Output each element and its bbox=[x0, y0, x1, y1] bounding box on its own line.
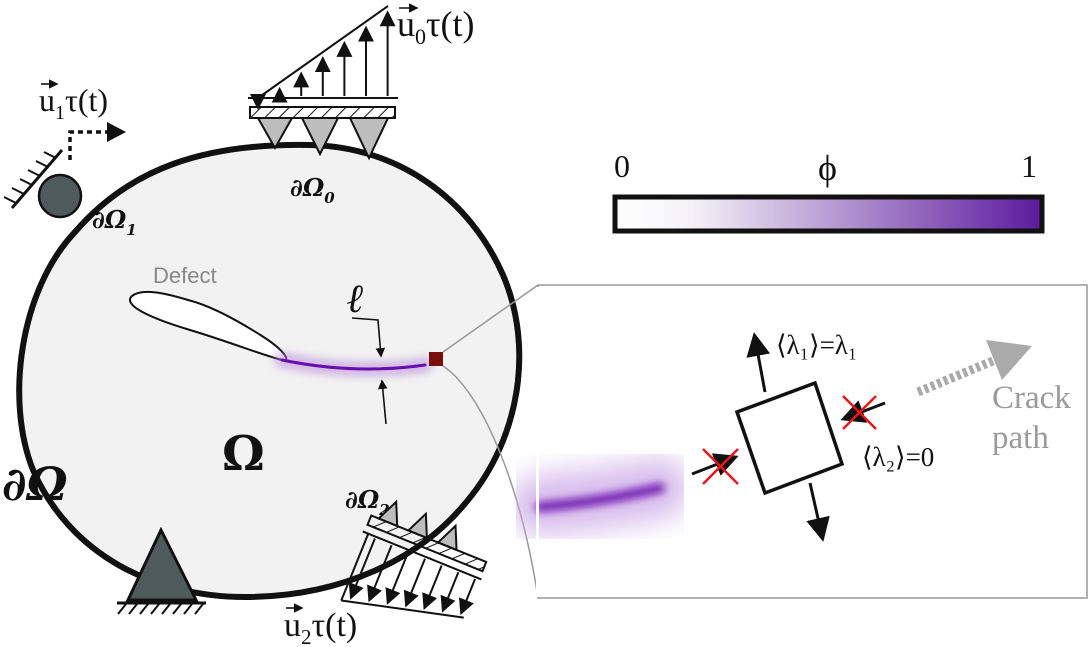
crack-line bbox=[280, 358, 427, 371]
zoom-line-lower bbox=[442, 365, 539, 599]
colorbar-symbol: ϕ bbox=[818, 148, 837, 188]
zoom-marker bbox=[429, 352, 443, 366]
domain-body bbox=[16, 141, 523, 601]
lambda1-label: ⟨λ₁⟩=λ₁ bbox=[776, 330, 857, 360]
bottom-load-boundary bbox=[340, 499, 488, 619]
boundary0-label: ∂Ω0 bbox=[290, 173, 335, 207]
top-load-boundary bbox=[248, 5, 398, 161]
crack-path-arrowhead bbox=[986, 340, 1032, 380]
zoom-inset: ⟨λ₁⟩=λ₁ ⟨λ₂⟩=0 Crack path bbox=[510, 284, 1088, 599]
left-roller-support bbox=[3, 122, 126, 219]
length-scale-arrow-lower bbox=[377, 379, 388, 425]
crack-path-label-line2: path bbox=[992, 420, 1049, 456]
length-scale-leader bbox=[351, 317, 386, 358]
bottom-pin-support bbox=[117, 526, 206, 615]
load-arrow bbox=[422, 565, 443, 611]
load-arrow bbox=[403, 558, 426, 608]
lambda1-arrow-up bbox=[746, 332, 771, 393]
load-arrow bbox=[458, 578, 476, 616]
lambda2-arrow-right bbox=[840, 400, 886, 423]
colorbar-max-label: 1 bbox=[1021, 148, 1037, 184]
stress-element bbox=[734, 380, 845, 496]
load-arrow bbox=[440, 571, 460, 613]
length-scale-label: ℓ bbox=[347, 276, 364, 321]
load-arrow bbox=[367, 544, 393, 603]
u0-label: u0τ(t) bbox=[397, 4, 474, 49]
cross-right-icon bbox=[842, 395, 877, 430]
colorbar bbox=[612, 194, 1045, 234]
lambda2-label: ⟨λ₂⟩=0 bbox=[862, 442, 934, 472]
boundary-label: ∂Ω bbox=[2, 457, 68, 511]
load-arrow bbox=[385, 551, 410, 605]
boundary1-label: ∂Ω1 bbox=[92, 205, 137, 239]
zoom-line-upper bbox=[442, 284, 539, 353]
defect-label: Defect bbox=[153, 263, 217, 288]
domain-label: Ω bbox=[222, 426, 265, 482]
u2-label: u2τ(t) bbox=[284, 607, 357, 647]
boundary2-label: ∂Ω2 bbox=[345, 485, 390, 519]
colorbar-min-label: 0 bbox=[614, 148, 630, 184]
crack-path-arrow bbox=[916, 353, 1002, 397]
load-arrow bbox=[348, 538, 376, 600]
cross-left-icon bbox=[702, 448, 739, 485]
u1-label: u1τ(t) bbox=[39, 82, 108, 124]
inset-crack-core bbox=[535, 483, 665, 512]
lambda1-arrow-down bbox=[806, 482, 830, 542]
crack-path-label-line1: Crack bbox=[992, 380, 1071, 416]
